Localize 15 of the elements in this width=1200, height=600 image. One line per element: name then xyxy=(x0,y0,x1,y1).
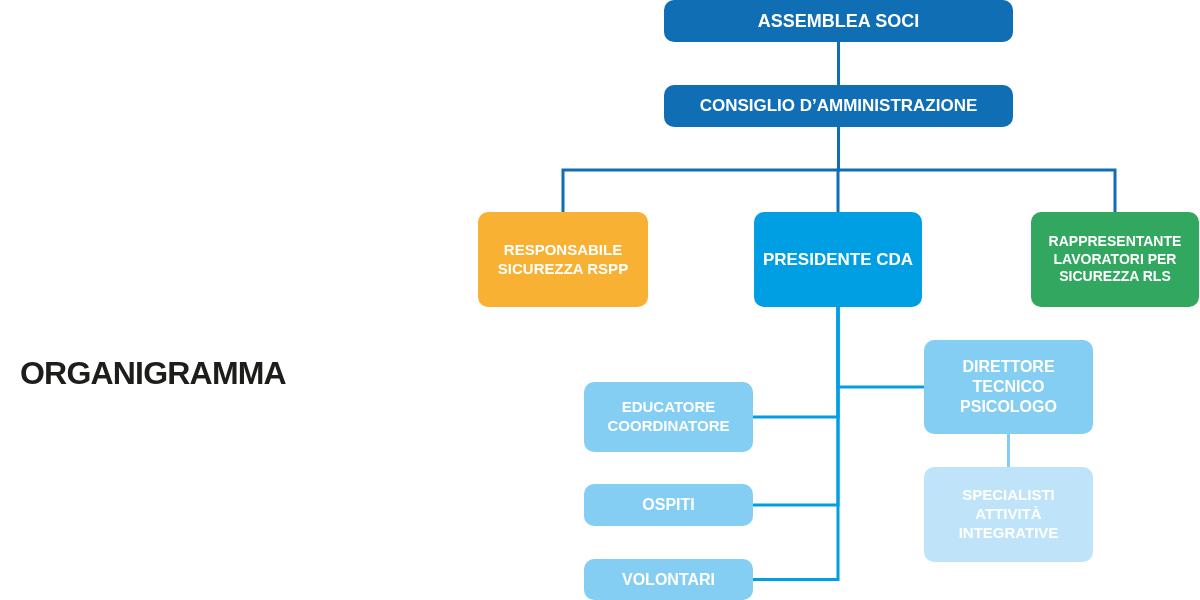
org-box: RESPONSABILE SICUREZZA RSPP xyxy=(478,212,648,307)
connector-line xyxy=(837,42,840,85)
connector-line xyxy=(837,127,1117,212)
org-box: EDUCATORE COORDINATORE xyxy=(584,382,753,452)
org-box: ASSEMBLEA SOCI xyxy=(664,0,1013,42)
org-box: RAPPRESENTANTE LAVORATORI PER SICUREZZA RLS xyxy=(1031,212,1199,307)
connector-line xyxy=(1007,434,1010,467)
org-box: PRESIDENTE CDA xyxy=(754,212,922,307)
org-box: CONSIGLIO D’AMMINISTRAZIONE xyxy=(664,85,1013,127)
connector-line xyxy=(753,307,840,581)
org-box: OSPITI xyxy=(584,484,753,526)
org-box: SPECIALISTI ATTIVITÀ INTEGRATIVE xyxy=(924,467,1093,562)
org-box: VOLONTARI xyxy=(584,559,753,600)
org-box: DIRETTORE TECNICO PSICOLOGO xyxy=(924,340,1093,434)
diagram-title: ORGANIGRAMMA xyxy=(20,354,286,393)
